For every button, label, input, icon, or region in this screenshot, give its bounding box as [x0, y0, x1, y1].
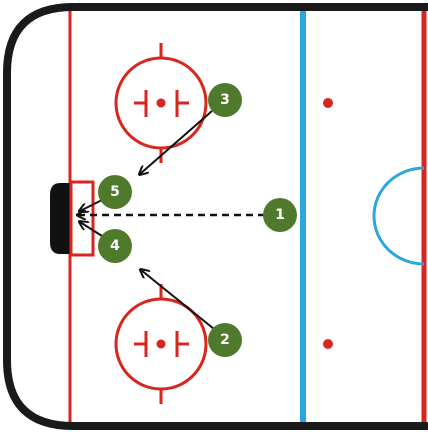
skate-arrow-3: [140, 110, 213, 174]
player-5-label: 5: [110, 184, 120, 200]
player-3-label: 3: [220, 92, 230, 108]
player-1: 1: [263, 198, 297, 232]
faceoff-circle-bottom: [114, 284, 208, 404]
neutral-zone-dot-top: [323, 98, 333, 108]
faceoff-dot-bottom: [156, 339, 166, 349]
player-2-label: 2: [220, 332, 230, 348]
skate-arrow-2: [141, 270, 215, 330]
player-1-label: 1: [275, 207, 285, 223]
skate-arrow-4: [80, 222, 103, 237]
player-5: 5: [98, 175, 132, 209]
skate-arrow-5: [80, 199, 103, 211]
neutral-zone-dot-bottom: [323, 339, 333, 349]
rink-boards: [3, 3, 428, 430]
goal-net: [50, 183, 70, 254]
player-3: 3: [208, 83, 242, 117]
faceoff-dot-top: [156, 98, 166, 108]
center-circle: [372, 166, 425, 266]
faceoff-circle-top: [114, 43, 208, 163]
player-2: 2: [208, 323, 242, 357]
player-4-label: 4: [110, 238, 120, 254]
player-4: 4: [98, 229, 132, 263]
goal-crease: [69, 180, 95, 257]
